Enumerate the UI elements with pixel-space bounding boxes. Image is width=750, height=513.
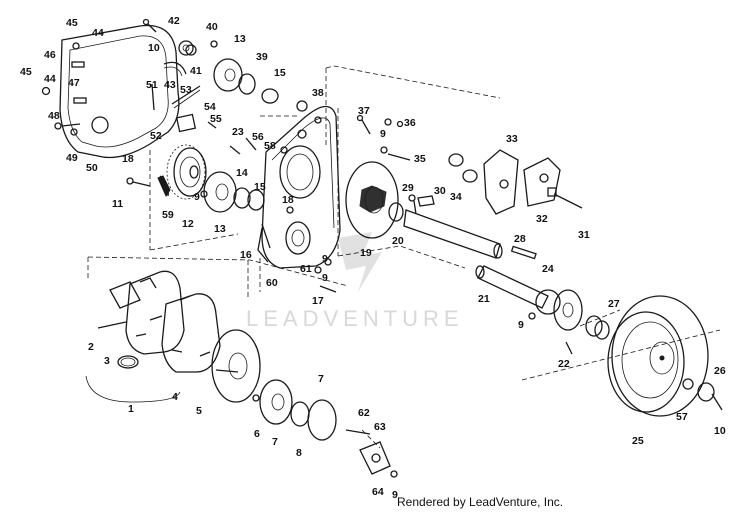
jackshaft	[403, 209, 549, 309]
part-label-16: 16	[240, 249, 252, 261]
part-label-18a: 18	[122, 153, 134, 165]
part-label-15a: 15	[274, 67, 286, 79]
part-label-63: 63	[374, 421, 386, 433]
part-label-44b: 44	[44, 73, 56, 85]
part-label-62: 62	[358, 407, 370, 419]
assembly-guide-lines	[87, 65, 721, 449]
part-label-49: 49	[66, 152, 78, 164]
part-label-40: 40	[206, 21, 218, 33]
part-label-28: 28	[514, 233, 526, 245]
part-label-39: 39	[256, 51, 268, 63]
part-label-9b: 9	[380, 128, 386, 140]
part-label-48: 48	[48, 110, 60, 122]
watermark-text: LEADVENTURE	[246, 306, 464, 331]
part-label-45a: 45	[66, 17, 78, 29]
part-label-9a: 9	[194, 191, 200, 203]
part-label-56: 56	[252, 131, 264, 143]
part-label-10b: 10	[714, 425, 726, 437]
part-label-9e: 9	[392, 489, 398, 501]
part-label-15b: 15	[254, 181, 266, 193]
upper-sprocket	[178, 40, 197, 56]
part-label-31: 31	[578, 229, 590, 241]
part-label-20: 20	[392, 235, 404, 247]
part-label-7b: 7	[318, 373, 324, 385]
part-label-34: 34	[450, 191, 462, 203]
part-label-58: 58	[264, 140, 276, 152]
part-label-53: 53	[180, 84, 192, 96]
part-label-43: 43	[164, 79, 176, 91]
part-label-38: 38	[312, 87, 324, 99]
part-label-54: 54	[204, 101, 216, 113]
part-label-47: 47	[68, 77, 80, 89]
part-label-10a: 10	[148, 42, 160, 54]
part-label-52: 52	[150, 130, 162, 142]
watermark: LEADVENTURE	[246, 232, 464, 331]
drive-clutch	[109, 270, 261, 403]
part-label-8: 8	[296, 447, 302, 459]
part-label-5: 5	[196, 405, 202, 417]
part-label-30: 30	[434, 185, 446, 197]
part-label-60: 60	[266, 277, 278, 289]
part-label-17: 17	[312, 295, 324, 307]
driven-clutch	[607, 295, 709, 417]
part-label-45b: 45	[20, 66, 32, 78]
part-label-32: 32	[536, 213, 548, 225]
part-label-33: 33	[506, 133, 518, 145]
part-label-3: 3	[104, 355, 110, 367]
part-label-25: 25	[632, 435, 644, 447]
part-label-26: 26	[714, 365, 726, 377]
part-label-13b: 13	[214, 223, 226, 235]
part-label-14: 14	[236, 167, 248, 179]
upper-bearing-set	[213, 58, 279, 104]
part-label-7a: 7	[272, 436, 278, 448]
part-label-29: 29	[402, 182, 414, 194]
part-label-50: 50	[86, 162, 98, 174]
part-label-1: 1	[128, 403, 134, 415]
part-label-37: 37	[358, 105, 370, 117]
part-label-23: 23	[232, 126, 244, 138]
part-label-12: 12	[182, 218, 194, 230]
chaincase-housing	[257, 105, 341, 269]
lower-sprocket	[166, 144, 207, 200]
part-label-36: 36	[404, 117, 416, 129]
part-label-51: 51	[146, 79, 158, 91]
cover-fasteners	[41, 42, 81, 136]
part-label-59: 59	[162, 209, 174, 221]
part-label-35: 35	[414, 153, 426, 165]
part-label-64: 64	[372, 486, 384, 498]
brake-disc	[345, 161, 399, 239]
part-label-21: 21	[478, 293, 490, 305]
part-label-57: 57	[676, 411, 688, 423]
part-label-11: 11	[112, 198, 123, 210]
part-label-24: 24	[542, 263, 554, 275]
part-label-9d: 9	[518, 319, 524, 331]
part-label-61: 61	[300, 263, 312, 275]
render-credit: Rendered by LeadVenture, Inc.	[397, 495, 564, 509]
part-label-9c: 9	[322, 272, 328, 284]
part-label-41: 41	[190, 65, 202, 77]
part-label-4: 4	[172, 391, 178, 403]
part-label-22: 22	[558, 358, 570, 370]
part-label-9f: 9	[322, 253, 328, 265]
part-label-27: 27	[608, 298, 620, 310]
part-labels: 1 2 3 4 5 6 7 7 8 9 9 9 9 9 9 10 10 11 1…	[20, 15, 726, 501]
part-label-55: 55	[210, 113, 222, 125]
part-label-6: 6	[254, 428, 260, 440]
part-label-42: 42	[168, 15, 180, 27]
part-label-2: 2	[88, 341, 94, 353]
part-label-46: 46	[44, 49, 56, 61]
part-label-13a: 13	[234, 33, 246, 45]
part-label-44a: 44	[92, 27, 104, 39]
part-label-18b: 18	[282, 194, 294, 206]
part-label-19: 19	[360, 247, 372, 259]
